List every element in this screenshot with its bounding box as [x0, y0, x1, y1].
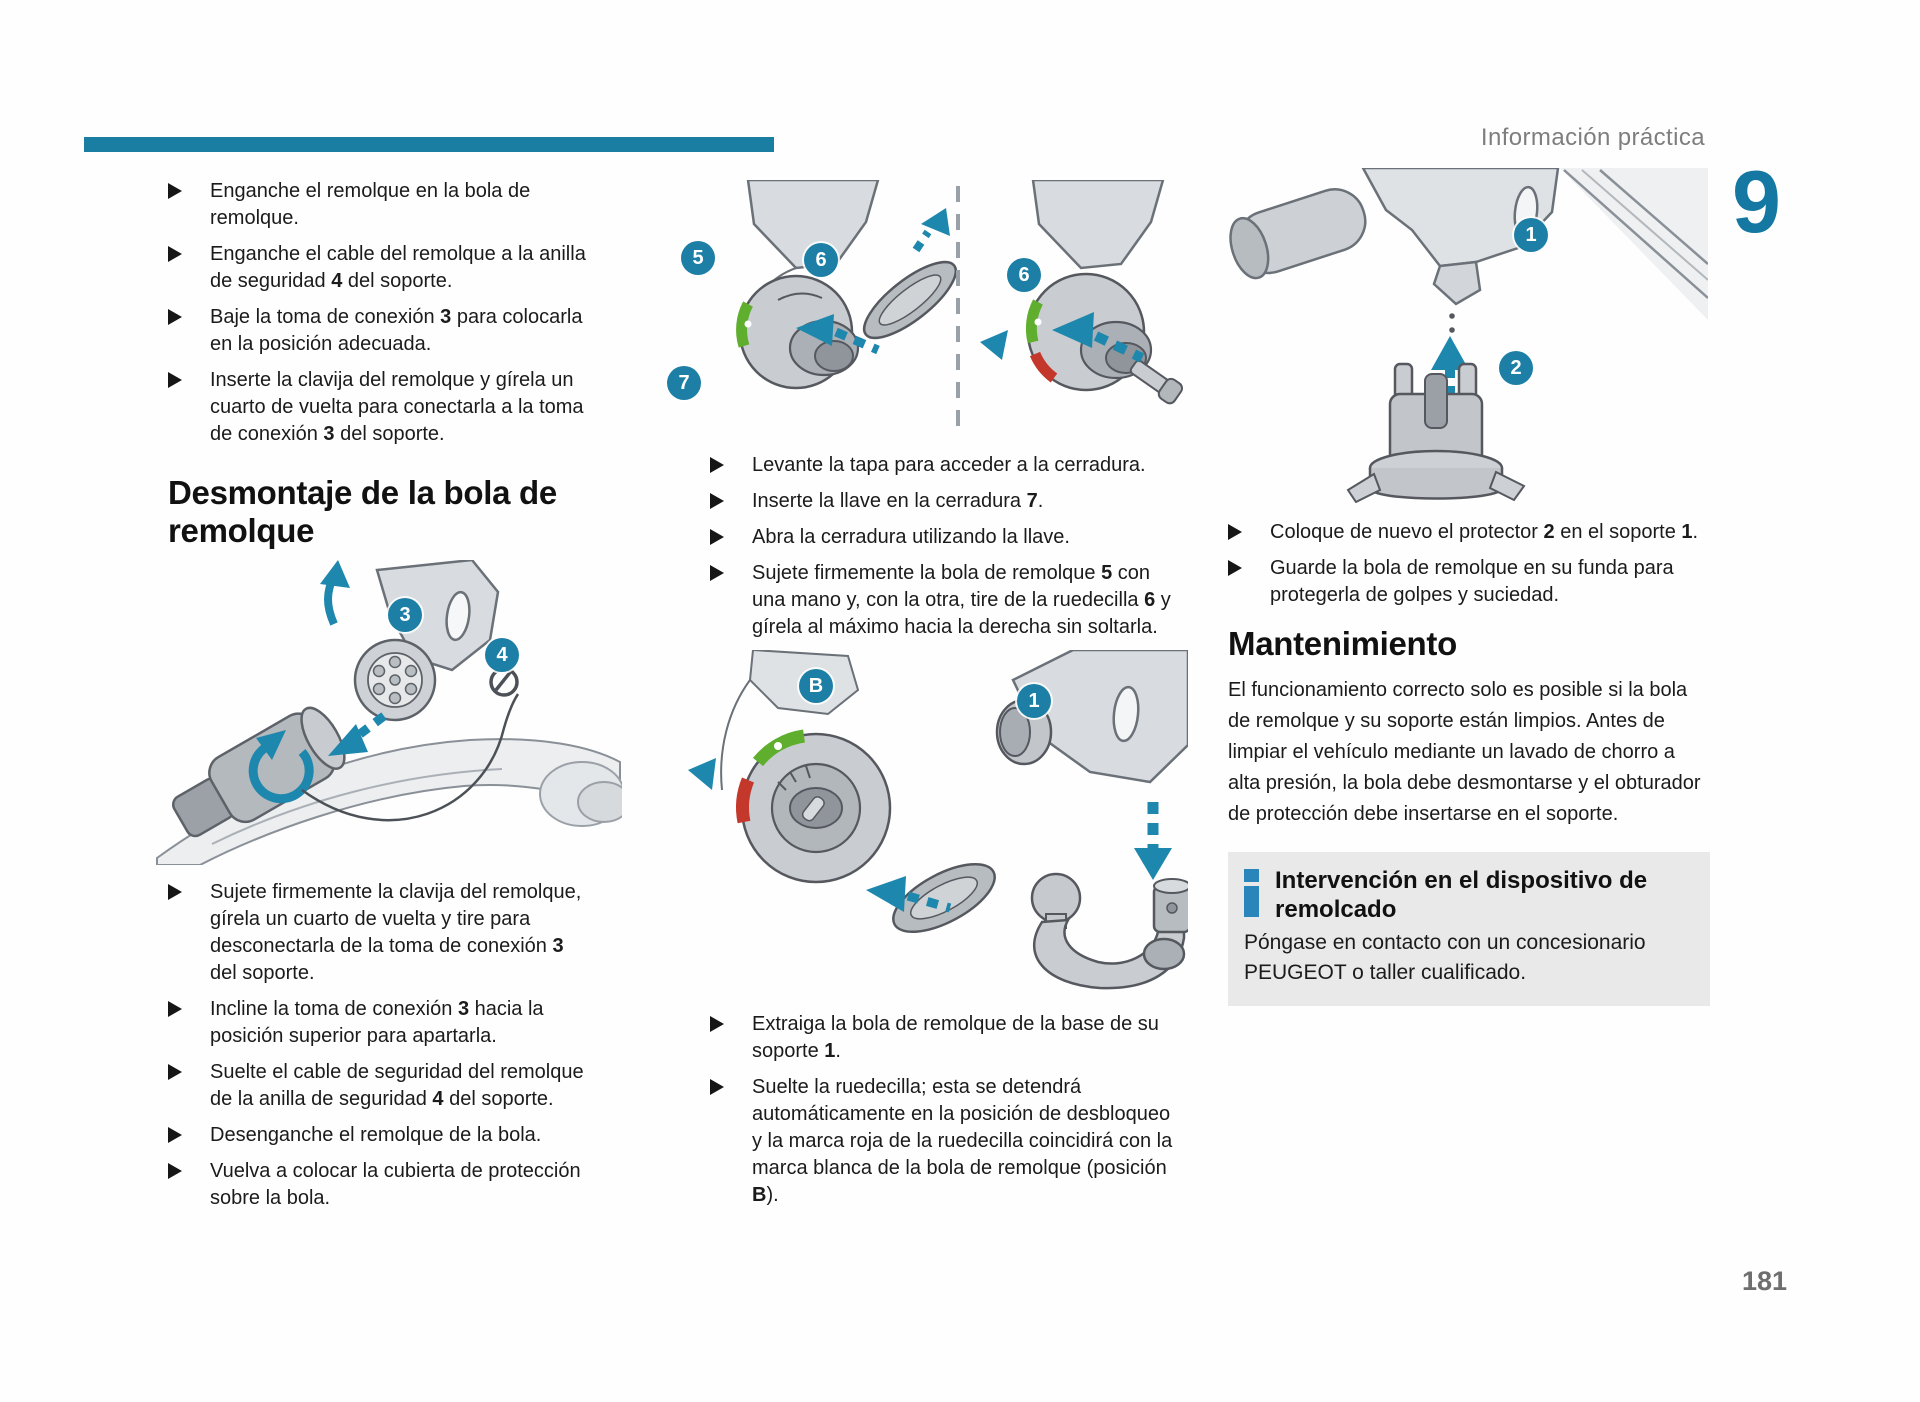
- chapter-number: 9: [1732, 152, 1781, 251]
- bullet-triangle-icon: [168, 1064, 196, 1080]
- callout-4: 4: [485, 638, 519, 672]
- page-number: 181: [1742, 1266, 1788, 1296]
- info-icon: [1244, 869, 1259, 917]
- info-box: Intervención en el dispositivo de remolc…: [1228, 852, 1710, 1006]
- instruction-list-store: Coloque de nuevo el protector 2 en el so…: [1228, 519, 1710, 609]
- bullet-triangle-icon: [710, 565, 738, 581]
- list-item: Abra la cerradura utilizando la llave.: [710, 524, 1184, 551]
- lock-dial: [688, 650, 996, 934]
- bullet-triangle-icon: [168, 183, 196, 199]
- bullet-triangle-icon: [168, 246, 196, 262]
- figure-plug-disconnect: 3 4: [152, 560, 622, 865]
- running-header: Información práctica: [1480, 124, 1705, 151]
- list-item: Baje la toma de conexión 3 para colocarl…: [168, 304, 592, 358]
- figure-lock-panels: 5 6 7 6: [658, 180, 1188, 438]
- bullet-triangle-icon: [168, 1127, 196, 1143]
- column-left: Enganche el remolque en la bola de remol…: [156, 178, 622, 1221]
- instruction-list-unlock: Levante la tapa para acceder a la cerrad…: [710, 452, 1184, 641]
- list-item: Enganche el cable del remolque a la anil…: [168, 241, 592, 295]
- callout-6-right: 6: [1007, 258, 1041, 292]
- callout-6: 6: [804, 243, 838, 277]
- list-item: Suelte la ruedecilla; esta se detendrá a…: [710, 1074, 1184, 1209]
- figure-protector: 1 2: [1228, 168, 1708, 503]
- list-item: Coloque de nuevo el protector 2 en el so…: [1228, 519, 1710, 546]
- list-item: Enganche el remolque en la bola de remol…: [168, 178, 592, 232]
- list-item: Sujete firmemente la bola de remolque 5 …: [710, 560, 1184, 641]
- bullet-triangle-icon: [168, 309, 196, 325]
- list-item: Incline la toma de conexión 3 hacia la p…: [168, 996, 592, 1050]
- protector-illustration: [1229, 168, 1708, 503]
- section-heading-mantenimiento: Mantenimiento: [1228, 625, 1457, 662]
- list-item: Extraiga la bola de remolque de la base …: [710, 1011, 1184, 1065]
- bullet-triangle-icon: [168, 1001, 196, 1017]
- maintenance-paragraph: El funcionamiento correcto solo es posib…: [1228, 679, 1701, 825]
- rotate-arrow: [248, 730, 314, 804]
- list-item: Vuelva a colocar la cubierta de protecci…: [168, 1158, 592, 1212]
- list-item: Levante la tapa para acceder a la cerrad…: [710, 452, 1184, 479]
- bullet-triangle-icon: [710, 457, 738, 473]
- section-heading-desmontaje: Desmontaje de la bola de remolque: [168, 474, 557, 549]
- bullet-triangle-icon: [1228, 560, 1256, 576]
- list-item: Sujete firmemente la clavija del remolqu…: [168, 879, 592, 987]
- lock-panels-illustration: [736, 180, 1184, 432]
- list-item: Inserte la llave en la cerradura 7.: [710, 488, 1184, 515]
- header-rule: [84, 137, 774, 152]
- info-box-title: Intervención en el dispositivo de remolc…: [1275, 867, 1648, 923]
- protector-plug: [1346, 313, 1526, 503]
- list-item: Desenganche el remolque de la bola.: [168, 1122, 592, 1149]
- panel-right: [980, 180, 1184, 405]
- panel-left: [736, 180, 958, 390]
- bullet-triangle-icon: [168, 884, 196, 900]
- callout-B: B: [799, 669, 833, 703]
- info-box-header: Intervención en el dispositivo de remolc…: [1244, 866, 1694, 924]
- column-right: 1 2 Coloque de nuevo el protector 2 en e…: [1228, 168, 1710, 1006]
- info-box-body: Póngase en contacto con un concesionario…: [1244, 931, 1646, 984]
- column-middle: 5 6 7 6 Levante la tapa para acceder a l…: [667, 180, 1188, 1218]
- bullet-triangle-icon: [710, 493, 738, 509]
- plug-disconnect-illustration: [156, 560, 622, 865]
- instruction-list-attach: Enganche el remolque en la bola de remol…: [168, 178, 592, 448]
- callout-3: 3: [388, 598, 422, 632]
- instruction-list-extract: Extraiga la bola de remolque de la base …: [710, 1011, 1184, 1209]
- list-item: Suelte el cable de seguridad del remolqu…: [168, 1059, 592, 1113]
- callout-5: 5: [681, 241, 715, 275]
- remove-ball-illustration: [688, 650, 1188, 990]
- bullet-triangle-icon: [1228, 524, 1256, 540]
- up-arrow: [320, 560, 350, 626]
- callout-2: 2: [1499, 351, 1533, 385]
- callout-7: 7: [667, 366, 701, 400]
- list-item: Guarde la bola de remolque en su funda p…: [1228, 555, 1710, 609]
- bullet-triangle-icon: [168, 372, 196, 388]
- list-item: Inserte la clavija del remolque y gírela…: [168, 367, 592, 448]
- hitch-neck: [156, 738, 622, 865]
- callout-1: 1: [1017, 684, 1051, 718]
- vehicle-underside: [1229, 168, 1708, 320]
- support-and-ball: [995, 650, 1188, 990]
- bullet-triangle-icon: [710, 1079, 738, 1095]
- callout-1: 1: [1514, 218, 1548, 252]
- figure-remove-ball: B 1: [658, 650, 1188, 995]
- pull-arrow: [328, 712, 387, 756]
- instruction-list-detach: Sujete firmemente la clavija del remolqu…: [168, 879, 592, 1212]
- connector-socket: [353, 638, 437, 722]
- bullet-triangle-icon: [168, 1163, 196, 1179]
- bullet-triangle-icon: [710, 1016, 738, 1032]
- bullet-triangle-icon: [710, 529, 738, 545]
